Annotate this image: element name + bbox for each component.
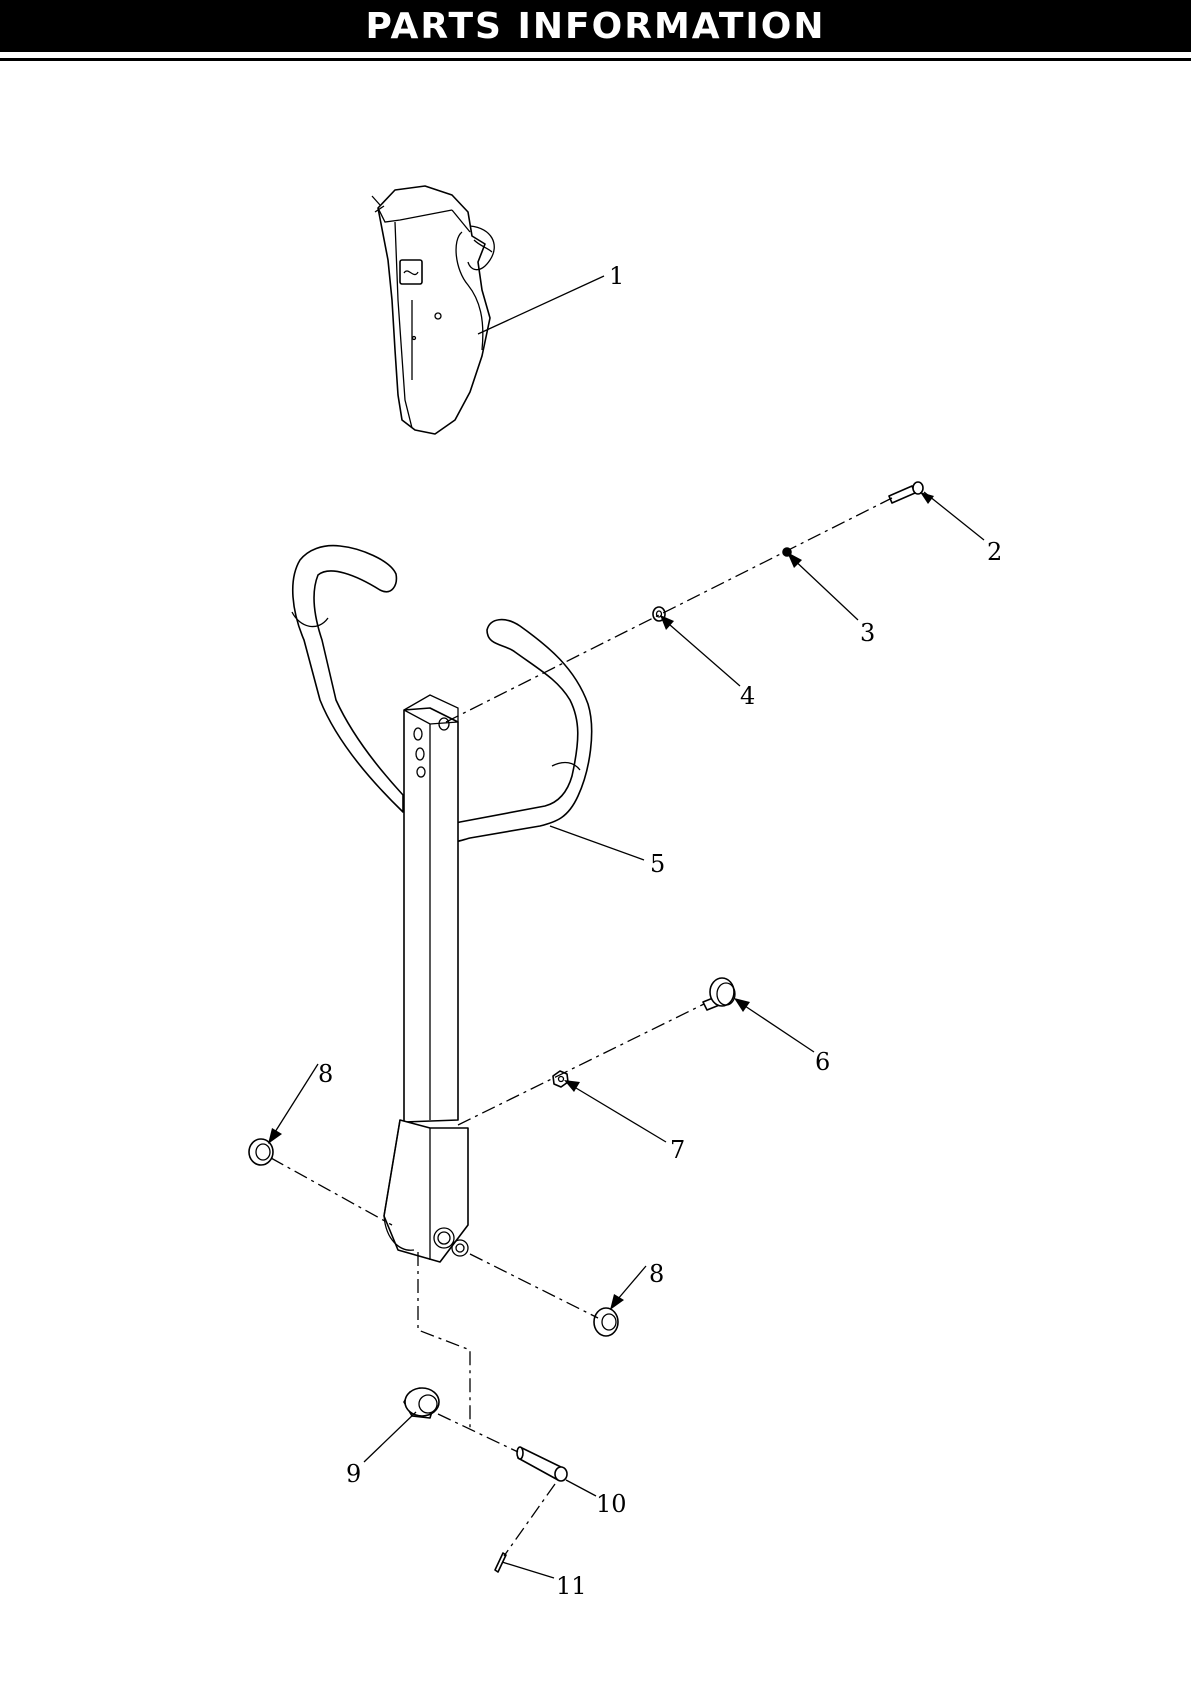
part-9-sleeve — [404, 1388, 439, 1418]
part-2-pin — [889, 482, 923, 503]
callout-3: 3 — [860, 619, 875, 647]
callout-11: 11 — [556, 1572, 587, 1600]
callout-6: 6 — [815, 1048, 830, 1076]
part-8-bushing-right — [594, 1308, 618, 1336]
callout-8-right: 8 — [649, 1260, 664, 1288]
leader-lines — [268, 276, 984, 1578]
callout-5: 5 — [650, 850, 665, 878]
part-6-roller — [703, 978, 735, 1010]
part-7-nut — [553, 1071, 568, 1087]
callout-9: 9 — [346, 1460, 361, 1488]
callout-2: 2 — [987, 538, 1002, 566]
callout-7: 7 — [670, 1136, 685, 1164]
callout-4: 4 — [740, 682, 755, 710]
part-10-axle — [517, 1447, 567, 1481]
callout-10: 10 — [596, 1490, 627, 1518]
callout-1: 1 — [609, 262, 624, 290]
handle-shaft — [384, 695, 468, 1262]
assembly-lines — [271, 498, 892, 1556]
callout-8-left: 8 — [318, 1060, 333, 1088]
part-1-handle-head — [372, 186, 494, 434]
